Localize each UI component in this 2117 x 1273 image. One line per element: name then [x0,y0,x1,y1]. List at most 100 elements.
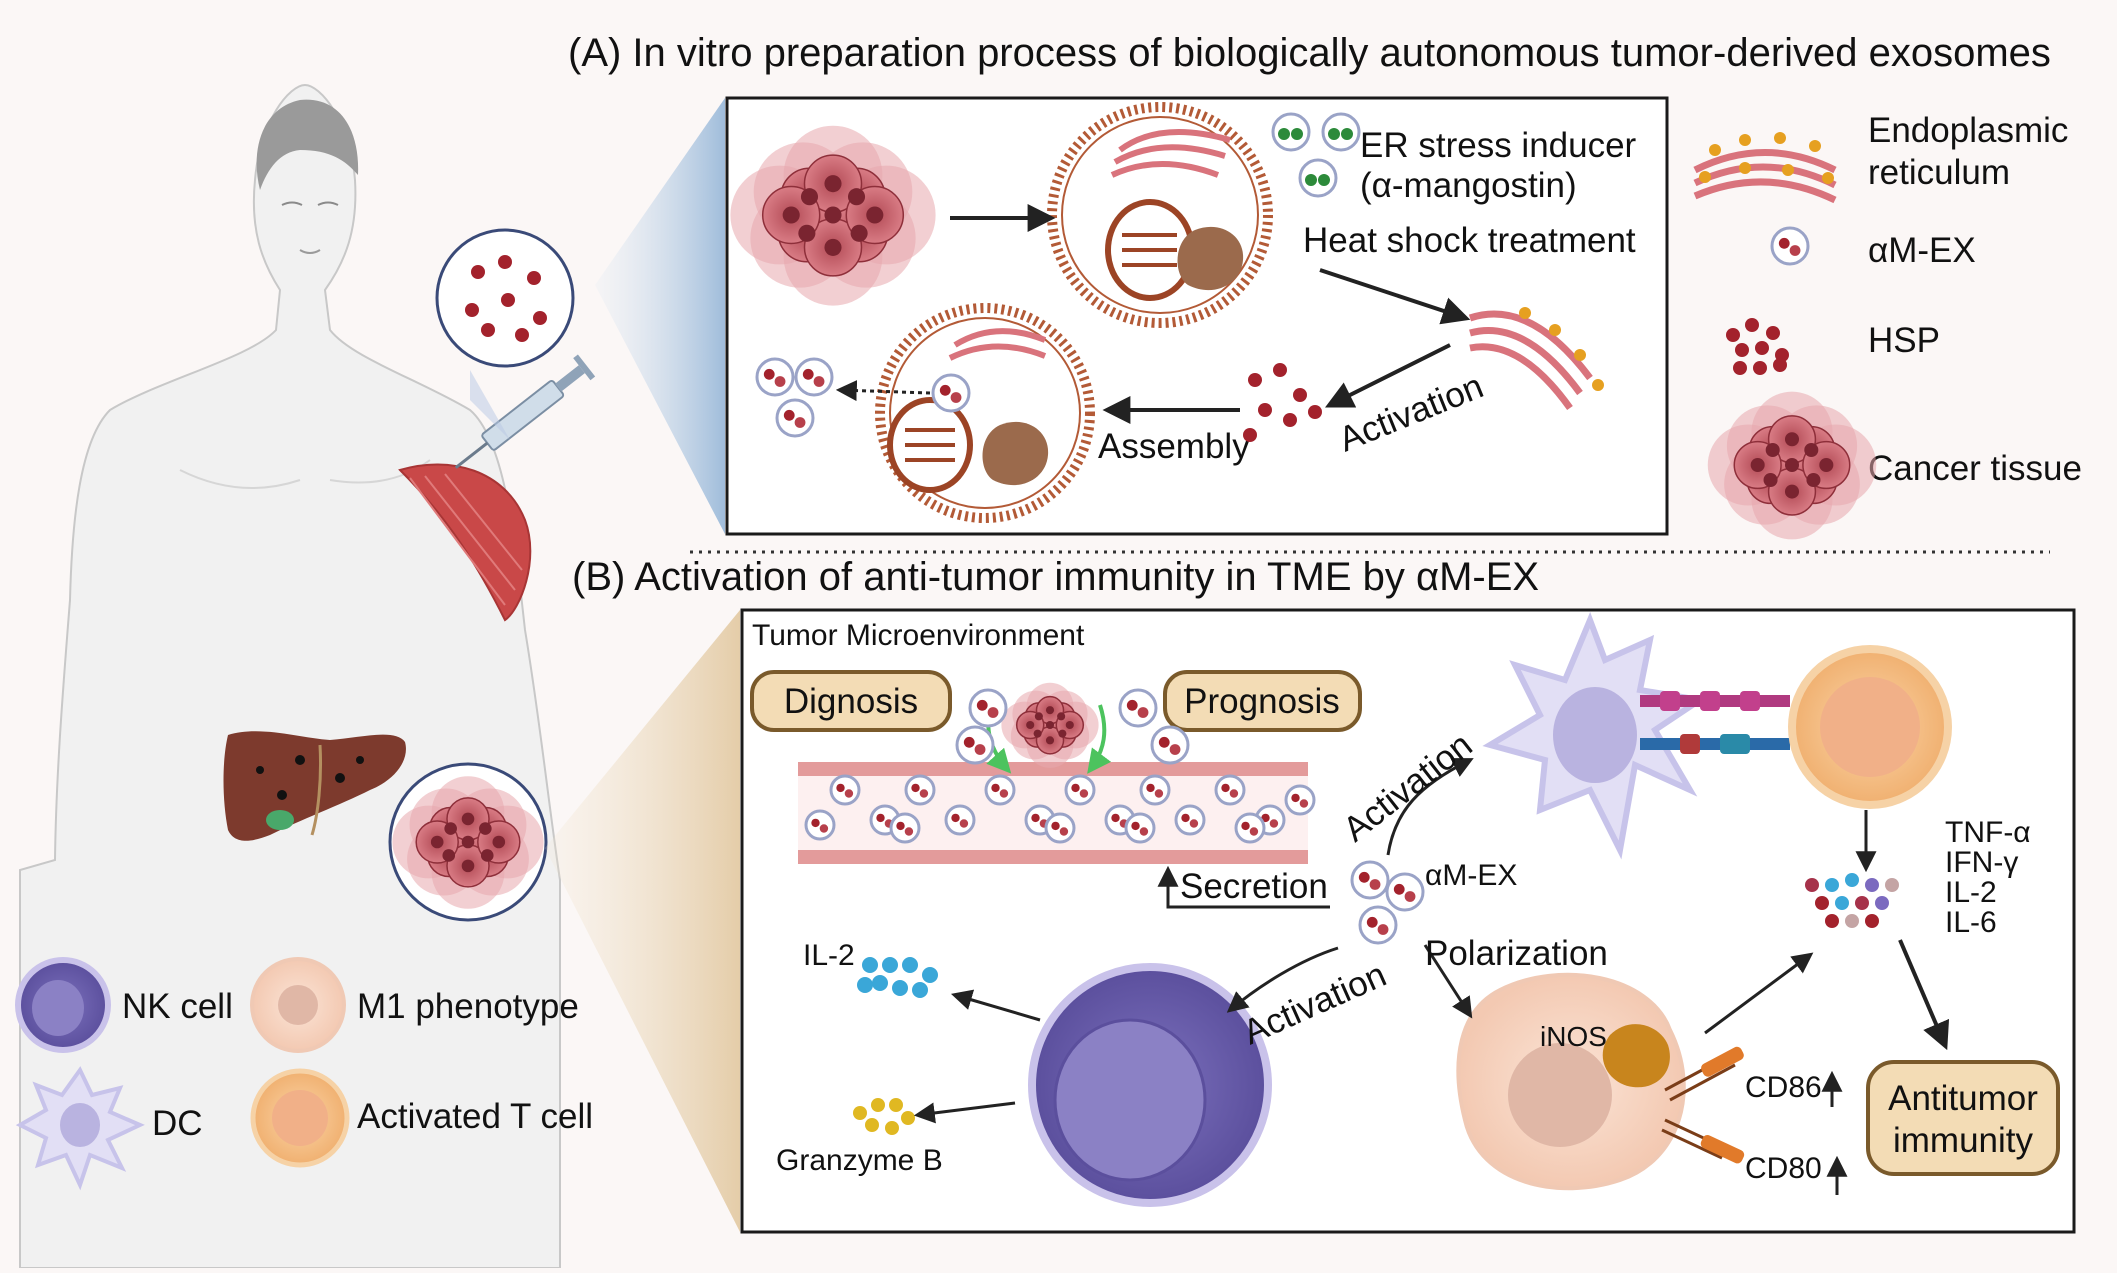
legend-t-label: Activated T cell [357,1097,593,1136]
cytokine-3: IL-6 [1945,906,1997,939]
exosomes [755,226,1810,945]
hsp-particle [1733,361,1747,375]
panel-a-title: (A) In vitro preparation process of biol… [568,31,2051,75]
hsp-particle [1755,341,1769,355]
exosome-icon [1064,774,1096,806]
granzyme-cluster [853,1098,915,1135]
legend-dc-label: DC [152,1104,203,1143]
arrow-to-m1 [1423,944,1473,1019]
cancer-clusters [392,125,1877,909]
legend-m1-icon [250,957,346,1053]
inducer-label-2: (α-mangostin) [1360,166,1577,205]
granzyme-label: Granzyme B [776,1144,943,1177]
exosome-icon [1150,725,1190,765]
tme-label: Tumor Microenvironment [752,619,1085,652]
exosome-icon [1358,905,1398,945]
cd80-label: CD80 [1745,1152,1822,1185]
il2-label: IL-2 [803,939,855,972]
hsp-particle [1308,405,1322,419]
hsp-particle [1243,428,1257,442]
dendritic-cell [1482,611,1708,860]
exosome-icon [1174,804,1206,836]
hsp-particle [471,265,485,279]
exosome-icon [1770,226,1810,266]
exosome-icon [1044,812,1076,844]
hsp-particle [1753,361,1767,375]
human-body [19,83,561,1269]
inos-label: iNOS [1540,1021,1607,1052]
deltoid-muscle [398,463,532,622]
hsp-particle [501,293,515,307]
hsp-particle [1745,318,1759,332]
cytokine-0: TNF-α [1945,816,2031,849]
secretion-arrow [1157,865,1330,909]
il2-cluster [857,957,938,998]
exosome-icon [1284,784,1316,816]
hsp-particle [1248,373,1262,387]
cd86-receptor [1664,1046,1744,1102]
er-stress-inducer [1271,112,1361,198]
hsp-particle [1293,388,1307,402]
cancer-cluster-icon [392,776,544,909]
hsp-particle [1273,363,1287,377]
hsp-particles [465,255,1789,442]
exosome-icon [984,774,1016,806]
cd86-label: CD86 [1745,1071,1822,1104]
legend-nk-label: NK cell [122,987,233,1026]
legend-er-icon [1693,132,1837,204]
exosome-icon [1118,688,1158,728]
cell-top [1047,102,1273,328]
arrow-to-nk [1226,946,1339,1013]
hsp-particle [1735,343,1749,357]
exosome-icon [904,774,936,806]
legend-cancer-label: Cancer tissue [1868,449,2082,488]
exosome-icon [1214,774,1246,806]
syringe-icon [454,354,596,469]
cancer-cluster-icon [1001,682,1099,768]
legend-hsp-label: HSP [1868,321,1940,360]
exosome-icon [775,398,815,438]
hsp-particle [481,323,495,337]
antitumor-label-1: Antitumor [1888,1079,2038,1118]
legend-dc-icon [15,1066,145,1191]
hsp-particle [1726,328,1740,342]
exosome-icon [889,812,921,844]
zoom-cone-a [595,98,725,534]
hsp-particle [1258,403,1272,417]
exosome-icon [944,804,976,836]
inducer-label-1: ER stress inducer [1360,126,1637,165]
exosome-icon [1385,872,1425,912]
arrow-to-il2 [950,989,1041,1022]
endoplasmic-reticulum [1468,307,1604,411]
exosome-icon [931,373,971,413]
antitumor-label-2: immunity [1893,1121,2034,1160]
cytokine-cluster [1805,873,1899,928]
panel-b-title: (B) Activation of anti-tumor immunity in… [572,555,1539,599]
nk-cell [1028,963,1272,1207]
legend-t-cell-icon [250,1068,350,1168]
cancer-cluster-icon [730,125,936,306]
exosome-icon [955,725,995,765]
cell-bottom [875,303,1095,523]
exosome-icon [794,357,834,397]
exosome-icon [1139,774,1171,806]
exosome-icon [1234,812,1266,844]
receptor-complex [1640,691,1790,754]
secretion-label: Secretion [1180,867,1328,906]
hsp-particle [533,311,547,325]
legend-m1-label: M1 phenotype [357,987,579,1026]
arrow-to-dc [1386,758,1474,856]
legend-exosome-label: αM-EX [1868,231,1976,270]
exosome-icon [804,809,836,841]
cytokine-1: IFN-γ [1945,846,2018,879]
diagnosis-label: Dignosis [784,682,918,721]
liver [223,731,406,841]
activated-t-cell [1788,645,1952,809]
exosome-icon [829,774,861,806]
hsp-particle [527,271,541,285]
hsp-particle [1766,326,1780,340]
antitumor-immunity-box [1866,1060,2060,1176]
cd80-receptor [1661,1118,1745,1164]
